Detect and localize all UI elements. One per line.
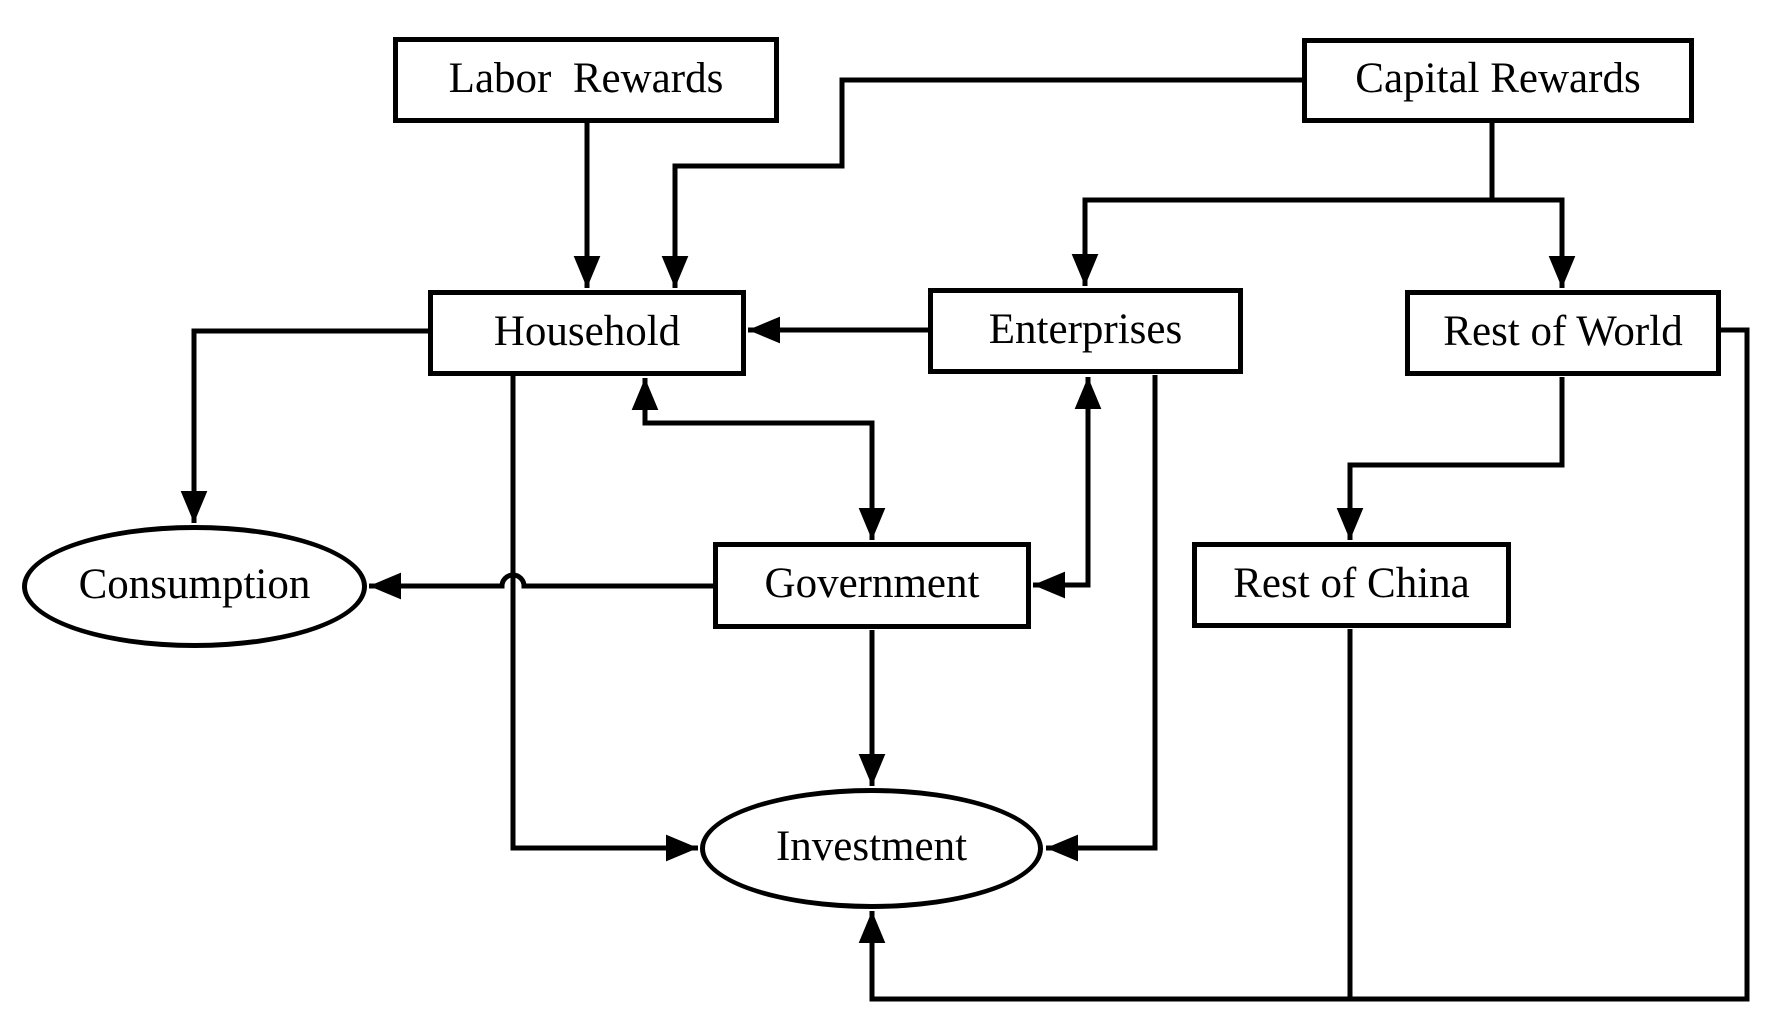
edge-government-to-consumption	[369, 572, 713, 600]
edge-government-enterprises-twoway	[1033, 377, 1102, 599]
node-rest-of-china: Rest of China	[1192, 542, 1511, 628]
node-investment: Investment	[700, 788, 1043, 909]
node-household-label: Household	[493, 307, 681, 355]
node-government-label: Government	[764, 560, 980, 607]
node-rest-of-china-label: Rest of China	[1233, 559, 1470, 607]
edge-household-to-investment	[510, 376, 698, 862]
node-investment-label: Investment	[775, 823, 968, 870]
edge-capital-to-enterprises	[1071, 197, 1492, 286]
node-consumption: Consumption	[22, 525, 367, 648]
node-rest-of-world-label: Rest of World	[1443, 307, 1683, 355]
node-enterprises: Enterprises	[928, 288, 1243, 374]
edge-household-government-twoway	[631, 378, 886, 540]
edge-enterprises-to-investment	[1046, 375, 1158, 862]
edge-restofworld-to-investment	[858, 327, 1750, 1002]
edge-capital-to-restofworld	[1492, 197, 1576, 288]
edge-restofworld-to-restofchina	[1336, 377, 1565, 540]
node-government: Government	[713, 542, 1031, 629]
node-labor-rewards-label: Labor Rewards	[448, 54, 724, 102]
node-consumption-label: Consumption	[78, 561, 311, 608]
node-enterprises-label: Enterprises	[988, 305, 1183, 353]
node-rest-of-world: Rest of World	[1405, 290, 1721, 376]
node-capital-rewards: Capital Rewards	[1302, 38, 1694, 123]
edge-capital-to-household	[661, 77, 1302, 288]
node-capital-rewards-label: Capital Rewards	[1355, 55, 1641, 102]
node-labor-rewards: Labor Rewards	[393, 37, 779, 123]
node-household: Household	[428, 290, 746, 376]
edge-household-to-consumption	[180, 328, 428, 523]
